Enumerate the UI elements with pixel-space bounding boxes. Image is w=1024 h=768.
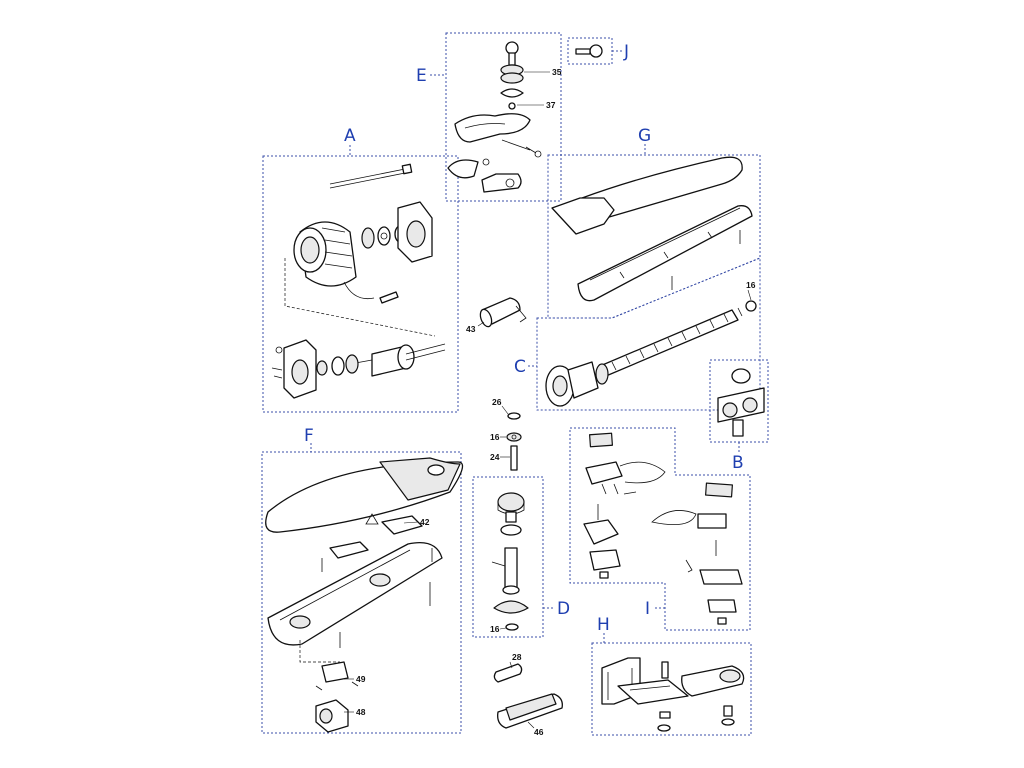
part-43-label[interactable]: 43: [466, 324, 476, 334]
group-label-c[interactable]: C: [514, 357, 526, 377]
shaft-stack-drawing: [506, 412, 522, 471]
group-label-i[interactable]: I: [645, 599, 650, 619]
group-box-d[interactable]: [472, 476, 544, 638]
group-label-h[interactable]: H: [597, 615, 610, 635]
part-16-label-c[interactable]: 16: [746, 280, 756, 290]
group-box-e[interactable]: [445, 32, 562, 202]
part-numbers: 35 37 16 43 26 16 24 42 16 28 49 48 46: [344, 67, 756, 737]
lock-assembly-drawing: [447, 41, 542, 193]
part-49-label[interactable]: 49: [356, 674, 366, 684]
group-label-d[interactable]: D: [557, 599, 570, 619]
part-28-label[interactable]: 28: [512, 652, 522, 662]
part-35-label[interactable]: 35: [552, 67, 562, 77]
part-24-label[interactable]: 24: [490, 452, 500, 462]
part-26-label[interactable]: 26: [492, 397, 502, 407]
mounting-brackets-drawing: [601, 657, 745, 732]
group-labels: A E J G C B I D F H: [304, 42, 744, 643]
part-42-label[interactable]: 42: [420, 517, 430, 527]
part-37-label[interactable]: 37: [546, 100, 556, 110]
group-label-e[interactable]: E: [416, 66, 427, 86]
gear-stack-drawing: [491, 492, 529, 631]
group-box-h[interactable]: [591, 642, 752, 736]
group-box-g[interactable]: [547, 154, 761, 319]
group-label-f[interactable]: F: [304, 426, 314, 446]
part-46-drawing: [493, 663, 563, 729]
group-box-i[interactable]: [569, 427, 751, 631]
part-46-label[interactable]: 46: [534, 727, 544, 737]
motor-assembly-drawing: [271, 163, 446, 399]
worm-screw-drawing: [545, 300, 757, 407]
electrical-parts-drawing: [583, 432, 743, 625]
group-box-c[interactable]: [536, 257, 761, 411]
bracket-b-drawing: [717, 368, 765, 437]
group-label-g[interactable]: G: [638, 126, 651, 146]
group-box-a[interactable]: [262, 155, 459, 413]
spare-key-drawing: [575, 44, 603, 58]
group-label-j[interactable]: J: [623, 42, 629, 62]
group-label-a[interactable]: A: [344, 126, 356, 146]
base-cover-drawing: [265, 457, 464, 733]
part-16-label-a[interactable]: 16: [490, 432, 500, 442]
housing-cover-drawing: [551, 156, 753, 302]
part-16-label-b[interactable]: 16: [490, 624, 500, 634]
part-48-label[interactable]: 48: [356, 707, 366, 717]
part-43-drawing: [479, 297, 527, 328]
group-label-b[interactable]: B: [732, 453, 744, 473]
